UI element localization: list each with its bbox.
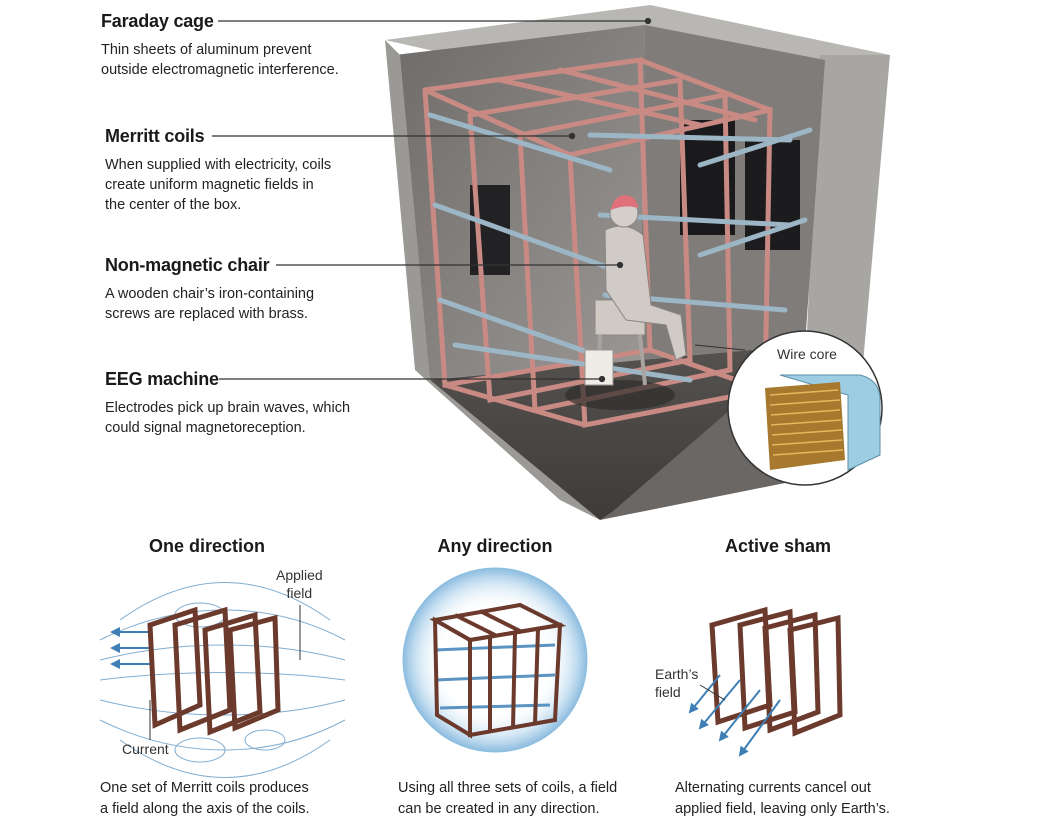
caption-one-direction: One set of Merritt coils produces a fiel… (100, 778, 310, 820)
callout-faraday-cage: Faraday cage Thin sheets of aluminum pre… (101, 11, 339, 80)
panel-one-direction (99, 582, 346, 778)
wire-core-bundle (765, 382, 845, 470)
callout-title: Faraday cage (101, 11, 214, 31)
brown-coil-cube (429, 602, 567, 739)
desc-line: When supplied with electricity, coils (105, 157, 332, 173)
field-lines (99, 582, 346, 778)
wire-strands (769, 389, 844, 456)
leader-dot (616, 261, 624, 269)
callout-title: EEG machine (105, 369, 219, 389)
wire-core-label: Wire core (777, 346, 837, 362)
caption-line: applied field, leaving only Earth’s. (675, 801, 890, 817)
brain (611, 195, 638, 210)
leader-dot (644, 17, 652, 25)
label-line: field (286, 585, 313, 601)
earth-field-arrows (688, 674, 781, 757)
caption-line: Using all three sets of coils, a field (398, 780, 618, 796)
callout-non-magnetic-chair: Non-magnetic chair A wooden chair’s iron… (105, 255, 314, 324)
chair-leg (638, 334, 647, 386)
callout-description: Thin sheets of aluminum prevent outside … (101, 40, 339, 80)
callout-description: A wooden chair’s iron-containing screws … (105, 284, 314, 324)
panel-title-one-direction: One direction (148, 536, 265, 556)
desc-line: could signal magnetoreception. (105, 420, 306, 436)
callout-eeg-machine: EEG machine Electrodes pick up brain wav… (105, 369, 350, 438)
panel-any-direction (402, 567, 588, 753)
desc-line: the center of the box. (105, 197, 242, 213)
wire-core-sheath (779, 374, 881, 471)
caption-active-sham: Alternating currents cancel out applied … (675, 778, 890, 820)
panel-active-sham (688, 606, 843, 757)
cage-floor (430, 345, 805, 520)
callout-description: Electrodes pick up brain waves, which co… (105, 398, 350, 438)
wall-panel (745, 140, 800, 250)
desc-line: A wooden chair’s iron-containing (105, 286, 315, 302)
inset-pointer (694, 344, 746, 351)
panel-title-active-sham: Active sham (724, 536, 832, 556)
label-line: field (655, 684, 681, 700)
subject-in-chair (565, 195, 687, 410)
callout-leaders (212, 17, 652, 383)
desc-line: outside electromagnetic interference. (101, 62, 339, 78)
caption-any-direction: Using all three sets of coils, a field c… (398, 778, 617, 820)
cage-back-left-wall (395, 25, 645, 380)
panel-title-any-direction: Any direction (437, 536, 553, 556)
field-arrows (110, 627, 150, 669)
merritt-coil-set (147, 606, 281, 736)
caption-line: One set of Merritt coils produces (100, 780, 309, 796)
earths-field-label: Earth’s field (655, 665, 698, 701)
wire-core-inset (694, 330, 883, 486)
label-line: Applied (276, 567, 323, 583)
merritt-coils (422, 57, 813, 429)
caption-line: can be created in any direction. (398, 801, 600, 817)
leader-dot (598, 375, 606, 383)
callout-title: Merritt coils (105, 126, 205, 146)
callout-description: When supplied with electricity, coils cr… (105, 155, 331, 215)
callout-title: Non-magnetic chair (105, 255, 270, 275)
desc-line: Electrodes pick up brain waves, which (105, 400, 351, 416)
current-label: Current (122, 741, 169, 757)
body (604, 225, 687, 361)
desc-line: create uniform magnetic fields in (105, 177, 314, 193)
cage-front-edge (600, 345, 805, 520)
caption-line: Alternating currents cancel out (675, 780, 871, 796)
leader-dot (568, 132, 576, 140)
coil-frames-pink (422, 57, 773, 429)
desc-line: Thin sheets of aluminum prevent (101, 42, 312, 58)
desc-line: screws are replaced with brass. (105, 306, 309, 322)
sham-coil-set (709, 606, 843, 737)
chair-shadow (565, 380, 675, 410)
label-line: Earth’s (655, 666, 699, 682)
earth-field-pointer (699, 684, 726, 701)
caption-line: a field along the axis of the coils. (100, 801, 310, 817)
callout-merritt-coils: Merritt coils When supplied with electri… (105, 126, 331, 215)
applied-field-label: Applied field (276, 566, 323, 602)
